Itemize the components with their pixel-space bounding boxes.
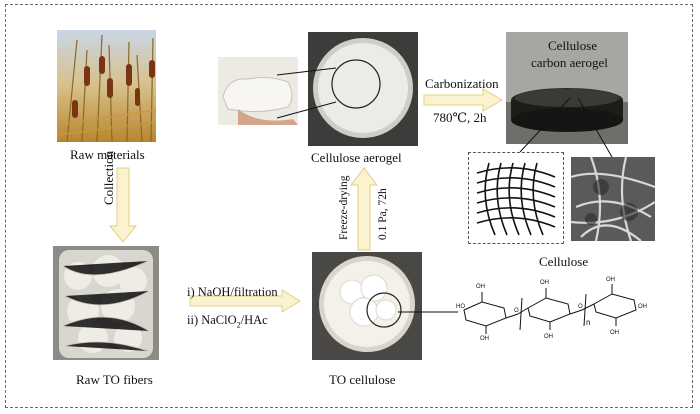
svg-text:HO: HO	[456, 304, 465, 310]
carbon-aerogel-photo	[506, 32, 628, 144]
svg-text:OH: OH	[606, 277, 615, 283]
freeze-conditions-label: 0.1 Pa, 72h	[377, 188, 389, 240]
carbon-aerogel-title-line2: carbon aerogel	[531, 55, 608, 70]
chem-n-label: n	[586, 318, 591, 327]
carbonization-conditions-label: 780℃, 2h	[433, 110, 487, 125]
cellulose-chain-structure: OH OH OH HO OH OH OH O O OH n	[456, 272, 668, 342]
treatment-arrow	[189, 289, 301, 313]
cellulose-aerogel-label: Cellulose aerogel	[311, 150, 402, 165]
raw-materials-label: Raw materials	[70, 147, 145, 162]
cellulose-label: Cellulose	[539, 254, 589, 269]
step2-prefix: ii) NaClO	[187, 313, 237, 327]
freeze-drying-arrow	[349, 167, 379, 251]
carbonization-label: Carbonization	[425, 76, 499, 91]
step2-subscript: 2	[236, 320, 241, 330]
svg-text:O: O	[514, 308, 519, 314]
svg-text:O: O	[578, 304, 583, 310]
raw-to-fibers-label: Raw TO fibers	[76, 372, 153, 387]
collection-label: Collection	[101, 150, 116, 205]
fiber-network-schematic	[468, 152, 564, 244]
dashed-frame	[5, 4, 693, 408]
fiber-jar-photo	[53, 246, 159, 360]
carbon-aerogel-title-line1: Cellulose	[548, 38, 598, 53]
petri-dish-aerogel-photo	[308, 32, 418, 146]
collection-arrow	[108, 167, 138, 243]
to-cellulose-label: TO cellulose	[329, 372, 396, 387]
step2-suffix: /HAc	[240, 313, 268, 327]
aerogel-foam-photo	[218, 57, 298, 125]
svg-text:OH: OH	[544, 334, 553, 340]
svg-text:OH: OH	[480, 336, 489, 342]
svg-text:OH: OH	[610, 330, 619, 336]
svg-text:OH: OH	[540, 280, 549, 286]
step1-label: i) NaOH/filtration	[187, 285, 278, 299]
to-cellulose-dish-photo	[312, 252, 422, 360]
svg-text:OH: OH	[638, 304, 647, 310]
freeze-drying-label: Freeze-drying	[338, 175, 350, 241]
svg-text:OH: OH	[476, 284, 485, 290]
sem-micrograph	[571, 157, 655, 241]
step2-label: ii) NaClO2/HAc	[187, 313, 268, 333]
carbonization-arrow	[423, 88, 503, 112]
cattail-plants-photo	[57, 30, 156, 142]
